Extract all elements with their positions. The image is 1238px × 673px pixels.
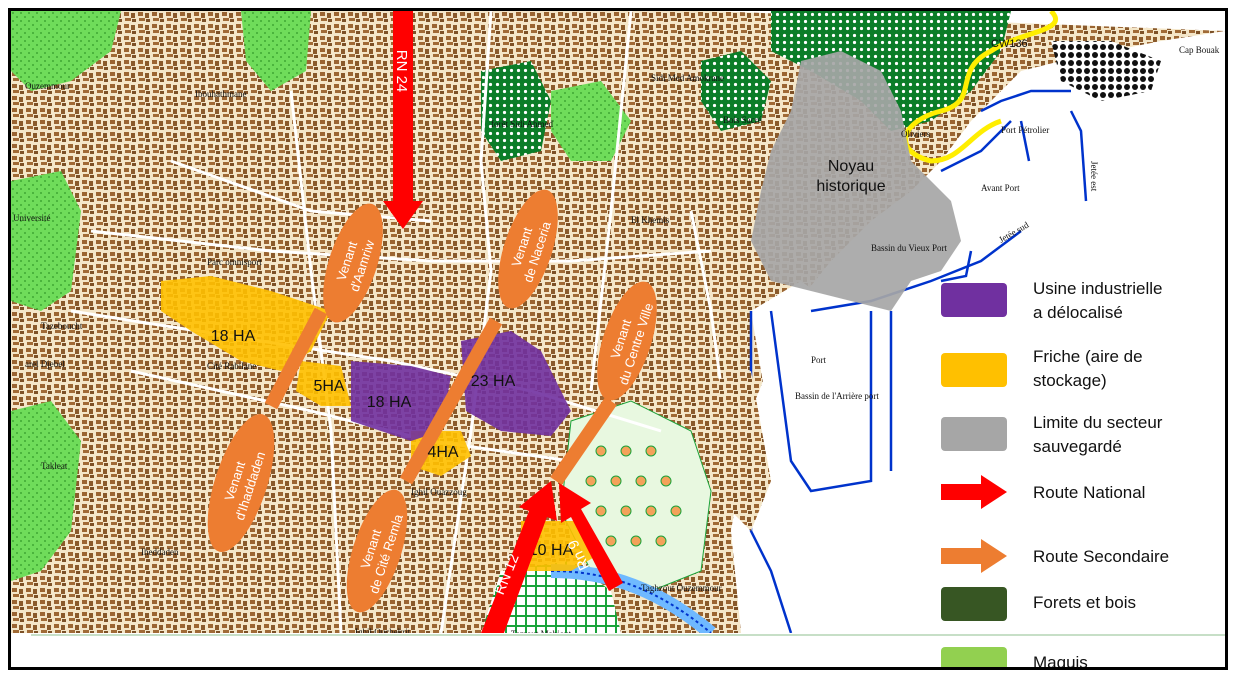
place-label-port: Port	[811, 355, 827, 365]
friche-5ha	[296, 361, 351, 406]
legend-label-usine: Usine industrielle a délocalisé	[1033, 279, 1163, 322]
place-label-bois-sacre: Bois Sacré	[723, 115, 762, 125]
legend-label-limite: Limite du secteur sauvegardé	[1033, 413, 1163, 456]
maquis-southwest	[11, 401, 81, 581]
zone-label-10ha: 10 HA	[529, 542, 574, 559]
place-label-arel-djebel: arel Djebel	[25, 359, 65, 369]
secondary-road-bars	[264, 307, 617, 485]
garden-circles-pattern	[585, 445, 682, 547]
zone-label-18ha-west: 18 HA	[211, 328, 256, 345]
place-label-jetee-est: Jetée est	[1089, 161, 1099, 192]
legend-swatch-friche	[941, 353, 1007, 387]
svg-text:RN 24: RN 24	[393, 50, 410, 93]
legend-swatch-limite	[941, 417, 1007, 451]
route-rn24: RN 24	[383, 11, 423, 229]
legend-swatch-usine	[941, 283, 1007, 317]
legend-item-friche	[941, 353, 1007, 387]
place-label-parc: Parc omnisport	[207, 257, 262, 267]
port-coastline	[749, 89, 1088, 634]
legend-item-usine	[941, 283, 1007, 317]
maquis-hill	[551, 81, 631, 161]
legend-arrow-red-icon	[941, 475, 1007, 509]
place-label-iheddaden: Iheddaden	[141, 547, 179, 557]
maquis-northwest	[11, 11, 121, 91]
forest-bois-sacre	[701, 51, 771, 131]
zone-label-18ha-center: 18 HA	[367, 394, 412, 411]
place-label-bassin-arriere: Bassin de l'Arrière port	[795, 391, 879, 401]
zone-label-5ha: 5HA	[313, 378, 344, 395]
zone-label-4ha: 4HA	[427, 444, 458, 461]
legend-swatch-maquis	[941, 647, 1007, 667]
forest-cap	[1051, 41, 1161, 101]
friche-18ha-west	[161, 276, 331, 371]
place-label-takleat: Takleat	[41, 461, 68, 471]
legend-label-friche: Friche (aire de stockage)	[1033, 347, 1143, 390]
bottom-strip	[11, 633, 1225, 667]
place-label-port-petrolier: Port Pétrolier	[1001, 125, 1049, 135]
legend-label-route-national: Route National	[1033, 483, 1146, 502]
place-label-cap-bouak: Cap Bouak	[1179, 45, 1220, 55]
legend-item-route-secondaire	[941, 539, 1007, 573]
zone-label-23ha: 23 HA	[471, 373, 516, 390]
cw136-road	[903, 11, 1059, 164]
forest-gouraya	[771, 11, 1011, 131]
venant-aamriw: Venant d'Aamriw	[323, 203, 383, 323]
place-label-ibouhathmane: Ibouhathmane	[195, 89, 246, 99]
place-label-ighil-ouchekrit: Ighil Ouchekrit	[355, 627, 411, 637]
place-label-sidi-med: Sidi Med Amokrane	[651, 73, 724, 83]
place-label-olivier: Oliviers	[901, 129, 930, 139]
street-network	[70, 11, 733, 634]
legend-label-route-secondaire: Route Secondaire	[1033, 547, 1170, 566]
legend-item-route-national	[941, 475, 1007, 509]
venant-cite-remla: Venant de Cité Remla	[346, 489, 408, 613]
place-label-ouzemmour: Ouzemmour	[25, 81, 70, 91]
place-label-cite-rabilane: Cité Rabilane	[207, 361, 256, 371]
legend-item-forets	[941, 587, 1007, 621]
maquis-west	[11, 171, 81, 311]
legend-item-maquis	[941, 647, 1007, 667]
secteur-sauvegarde	[751, 51, 961, 311]
forest-sidi-ahmed	[481, 61, 551, 161]
legend-label-forets: Forets et bois	[1033, 593, 1136, 612]
place-label-taghzout: Taghzout Ouzemmour	[641, 583, 722, 593]
place-label-tazeboucht: Tazeboucht	[41, 321, 83, 331]
venant-ihaddaden: Venant d'Ihaddaden	[207, 414, 275, 552]
place-label-ighil-ouazzoug: Ighil Ouazzoug	[411, 487, 467, 497]
place-label-bassin-vieux: Bassin du Vieux Port	[871, 243, 948, 253]
venant-centre-ville: Venant du Centre Ville	[597, 281, 657, 401]
legend-label-maquis: Maquis	[1033, 653, 1088, 670]
place-label-cw136: CW136	[991, 38, 1028, 50]
legend-item-limite	[941, 417, 1007, 451]
place-label-avant-port: Avant Port	[981, 183, 1020, 193]
legend-arrow-orange-icon	[941, 539, 1007, 573]
legend-swatch-forets	[941, 587, 1007, 621]
usine-23ha	[461, 331, 571, 436]
usine-18ha	[351, 361, 451, 441]
place-label-universite: Université	[13, 213, 51, 223]
place-label-foret: forêt Sidi Ahmed	[491, 119, 553, 129]
river-edge	[550, 570, 712, 634]
place-label-el-khemis: El Khemis	[631, 215, 670, 225]
harbour-quay	[711, 371, 771, 531]
maquis-north	[241, 11, 311, 91]
